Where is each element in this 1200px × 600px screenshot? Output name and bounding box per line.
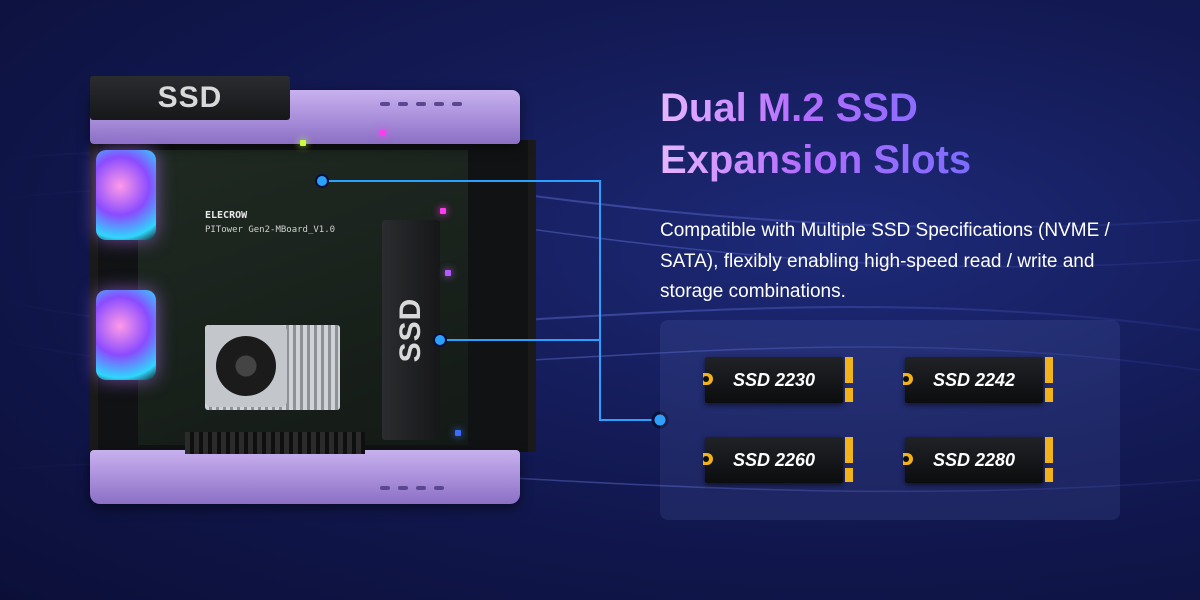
pi-cooling-fan [205,325,287,407]
ssd-spec-label: SSD 2280 [905,437,1043,483]
led-light [440,208,446,214]
case-bottom-panel [90,450,520,504]
ssd-spec-chip: SSD 2242 [903,355,1055,407]
brand-logo-text: ELECROW [205,210,248,221]
ssd-spec-chip: SSD 2280 [903,435,1055,487]
ssd-pins-icon [1043,435,1055,485]
ssd-top-label: SSD [157,81,223,114]
ssd-spec-label: SSD 2242 [905,357,1043,403]
led-light [455,430,461,436]
ssd-notch-icon [703,453,713,465]
led-light [380,130,386,136]
rgb-fan-upper [96,150,156,240]
title-line-2: Expansion Slots [660,138,972,182]
ssd-notch-icon [903,373,913,385]
led-light [300,140,306,146]
gpio-header [185,432,365,454]
ssd-spec-label: SSD 2230 [705,357,843,403]
page-title: Dual M.2 SSD Expansion Slots [660,82,971,186]
ssd-notch-icon [703,373,713,385]
ssd-spec-label: SSD 2260 [705,437,843,483]
board-name-text: PITower Gen2-MBoard_V1.0 [205,225,336,235]
ssd-spec-panel: SSD 2230 SSD 2242 SSD 2260 SSD 2280 [660,320,1120,520]
ssd-spec-chip: SSD 2260 [703,435,855,487]
ssd-pins-icon [843,355,855,405]
rgb-fan-lower [96,290,156,380]
title-line-1: Dual M.2 SSD [660,86,918,130]
ssd-spec-chip: SSD 2230 [703,355,855,407]
led-light [445,270,451,276]
ssd-side-label: SSD [394,297,427,363]
ssd-pins-icon [843,435,855,485]
ssd-top-module: SSD [90,76,290,120]
ssd-pins-icon [1043,355,1055,405]
ssd-notch-icon [903,453,913,465]
ssd-side-module: SSD [382,220,440,440]
feature-description: Compatible with Multiple SSD Specificati… [660,220,1110,302]
